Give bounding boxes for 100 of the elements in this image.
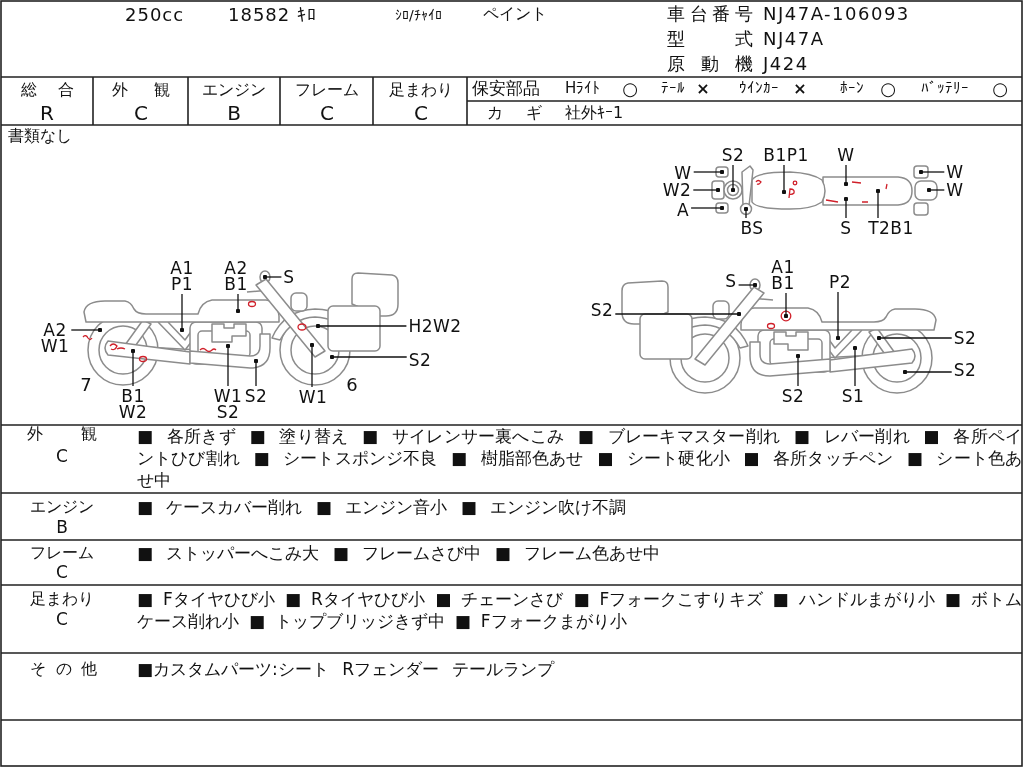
grade-heading: 足まわり [389, 80, 453, 100]
condition-notes: ■ Fタイヤひび小 ■ Rタイヤひび小 ■ チェーンさび ■ Fフォークこすりキズ ■ ハンドルまがり小 ■ ボトムケース削れ小 ■ トップブリッジきず中 ■ Fフォークまがり小 [137, 588, 1022, 632]
leader-line [253, 358, 259, 387]
category-name: 足まわり [30, 589, 94, 609]
status-mark: ○ [992, 78, 1008, 100]
part-name: ﾃｰﾙ [661, 80, 685, 98]
callout-label: T2B1 [868, 220, 914, 236]
status-mark: × [793, 79, 807, 99]
grade-letter: C [320, 101, 334, 125]
field-label: 原 動 機 [667, 53, 753, 75]
part-name: ｳｲﾝｶｰ [739, 80, 779, 98]
status-mark: × [696, 79, 710, 99]
leader-line [876, 335, 953, 341]
callout-label: S1 [841, 388, 865, 404]
leader-line [690, 205, 725, 211]
grade-letter: R [40, 101, 54, 125]
callout-label: W [946, 164, 964, 180]
field-value: NJ47A-106093 [763, 3, 910, 25]
note-text: 書類なし [8, 126, 72, 146]
callout-label: B1 W2 [118, 388, 148, 420]
callout-label: P2 [828, 274, 852, 290]
condition-notes: ■ ストッパーへこみ大 ■ フレームさび中 ■ フレーム色あせ中 [137, 542, 661, 564]
leader-line [225, 343, 231, 387]
leader-line [130, 348, 136, 387]
grade-letter: B [56, 518, 68, 538]
callout-label: W [674, 165, 692, 181]
callout-label: W2 [662, 182, 692, 198]
callout-label: S2 [781, 388, 805, 404]
field-value: NJ47A [763, 28, 825, 50]
condition-notes: ■ ケースカバー削れ ■ エンジン音小 ■ エンジン吹け不調 [137, 496, 627, 518]
leader-line [926, 187, 945, 193]
mileage: 18582 ｷﾛ [228, 4, 317, 26]
field-value: J424 [763, 53, 809, 75]
paint-type: ペイント [483, 4, 547, 24]
leader-line [918, 169, 945, 175]
callout-label: BS [740, 220, 764, 236]
leader-line [843, 164, 849, 187]
callout-label: S2 [721, 147, 745, 163]
callout-number: 6 [346, 374, 358, 396]
leader-line [843, 196, 849, 219]
callout-label: W1 S2 [213, 388, 243, 420]
callout-number: 7 [80, 374, 92, 396]
callout-label: S2 [408, 352, 432, 368]
grade-letter: C [56, 610, 68, 630]
leader-line [835, 291, 841, 341]
field-label: 型 式 [667, 28, 753, 50]
grade-heading: 総 合 [21, 80, 74, 100]
leader-line [262, 274, 283, 280]
leader-line [730, 164, 736, 193]
category-name: そ の 他 [30, 659, 97, 679]
leader-line [235, 293, 241, 314]
part-name: Hﾗｲﾄ [565, 80, 601, 98]
leader-line [614, 311, 742, 317]
leader-line [315, 323, 408, 329]
callout-label: A2 W1 [40, 322, 70, 354]
callout-label: A [676, 202, 690, 218]
callout-label: H2W2 [408, 318, 462, 334]
callout-label: S2 [953, 330, 977, 346]
grade-letter: B [227, 101, 241, 125]
callout-label: A2 B1 [224, 260, 248, 292]
callout-label: S [725, 273, 737, 289]
status-mark: ○ [622, 78, 638, 100]
body-color: ｼﾛ/ﾁｬｲﾛ [395, 6, 442, 24]
category-name: エンジン [30, 497, 94, 517]
callout-label: A1 B1 [771, 259, 795, 291]
part-name: ﾎｰﾝ [840, 80, 864, 98]
grade-letter: C [56, 447, 68, 467]
status-mark: ○ [880, 78, 896, 100]
part-name: ﾊﾞｯﾃﾘｰ [921, 80, 969, 98]
callout-label: S2 [590, 302, 614, 318]
grade-heading: エンジン [202, 80, 266, 100]
leader-line [783, 292, 789, 319]
leader-line [795, 353, 801, 387]
leader-line [743, 206, 749, 219]
grade-letter: C [56, 563, 68, 583]
engine-size: 250cc [125, 4, 185, 26]
callout-label: S [840, 220, 852, 236]
grade-heading: 外 観 [112, 80, 170, 100]
leader-line [875, 188, 881, 219]
grade-letter: C [414, 101, 428, 125]
callout-label: W [837, 147, 855, 163]
grade-heading: フレーム [295, 80, 359, 100]
callout-label: A1 P1 [170, 260, 194, 292]
leader-line [737, 282, 758, 288]
leader-line [852, 345, 858, 387]
grade-letter: C [134, 101, 148, 125]
leader-line [693, 169, 725, 175]
callout-label: W [946, 182, 964, 198]
section-heading: 保安部品 [472, 79, 540, 99]
field-label: カ ギ [487, 103, 542, 123]
callout-label: B1P1 [763, 147, 809, 163]
motorcycle-top-view [711, 165, 938, 216]
leader-line [692, 187, 721, 193]
field-label: 車台番号 [667, 3, 753, 25]
leader-line [179, 293, 185, 333]
callout-label: W1 [298, 389, 328, 405]
condition-notes: ■ 各所きず ■ 塗り替え ■ サイレンサー裏へこみ ■ ブレーキマスター削れ ■ レバー削れ ■ 各所ペイントひび割れ ■ シートスポンジ不良 ■ 樹脂部色あせ ■ シート硬化小 ■ 各所タッチペン ■ シート色あせ中 [137, 425, 1022, 491]
leader-line [329, 354, 408, 360]
leader-line [902, 369, 953, 375]
category-name: 外 観 [27, 424, 97, 444]
